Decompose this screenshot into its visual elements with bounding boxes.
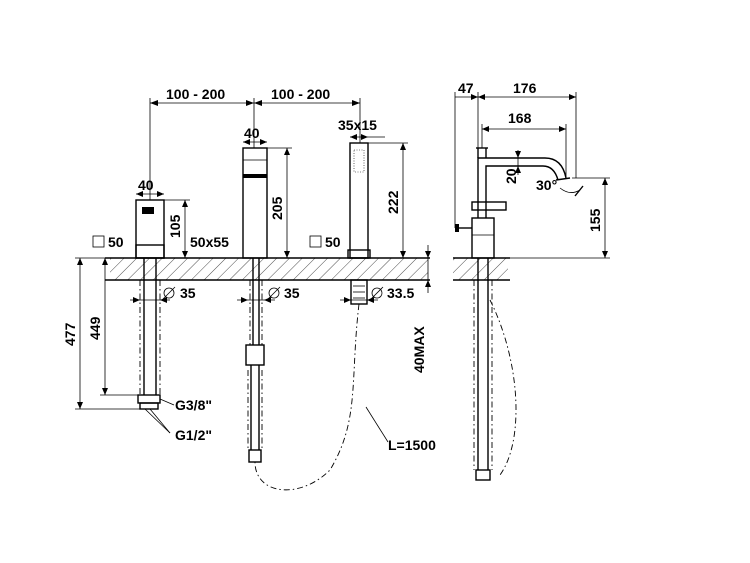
deck-front [105,257,430,281]
dimension-side-angle [559,185,584,197]
label-mixer-height: 105 [167,214,183,238]
label-shower-base: 50 [325,234,341,250]
dimension-spacing [149,98,361,200]
dimension-shower-height [368,142,408,258]
base-square-icons [92,235,322,248]
label-shower-section: 35x15 [338,117,377,133]
dimension-mixer-height [164,199,190,258]
label-thread-1: G3/8" [175,397,212,413]
dimension-spout-width [243,139,267,145]
label-spacing-right: 100 - 200 [271,86,330,102]
label-total-length: 477 [62,322,78,346]
hole-diameter-marks [130,286,384,303]
label-hose-length-left: 449 [87,316,103,340]
dimension-side-height [505,177,610,259]
dimension-side-top [454,92,577,228]
label-hole-1: 35 [180,285,196,301]
label-thread-2: G1/2" [175,427,212,443]
label-spout-base: 50x55 [190,234,229,250]
label-spacing-left: 100 - 200 [166,86,225,102]
label-hose-length: L=1500 [388,437,436,453]
dimension-deck-max [425,245,431,293]
label-hole-3: 33.5 [387,285,414,301]
hose-length-leader [365,406,389,443]
label-deck-max: 40MAX [411,326,427,373]
label-shower-height: 222 [385,190,401,214]
dimension-spout-height [267,147,292,258]
label-hole-2: 35 [284,285,300,301]
label-spout-angle: 30° [536,177,557,193]
shower-nozzles [353,149,365,173]
label-spout-width: 40 [244,125,260,141]
side-view-faucet [455,147,571,481]
dimension-shower-section [350,134,385,140]
hand-shower [254,142,371,491]
thread-leaders [144,398,175,434]
label-side-offset: 47 [458,80,474,96]
label-mixer-width: 40 [138,177,154,193]
label-side-spout: 168 [508,110,532,126]
dimension-mixer-width [136,191,164,197]
label-side-height: 155 [587,208,603,232]
label-spout-height: 205 [269,196,285,220]
dimension-side-spout [515,150,521,175]
mixer-body [135,199,165,410]
deck-side [453,257,510,281]
label-spout-dia: 20 [503,168,519,184]
label-mixer-base: 50 [108,234,124,250]
label-side-reach: 176 [513,80,537,96]
spout-body [242,147,268,463]
dimension-hose-lengths [75,257,140,410]
